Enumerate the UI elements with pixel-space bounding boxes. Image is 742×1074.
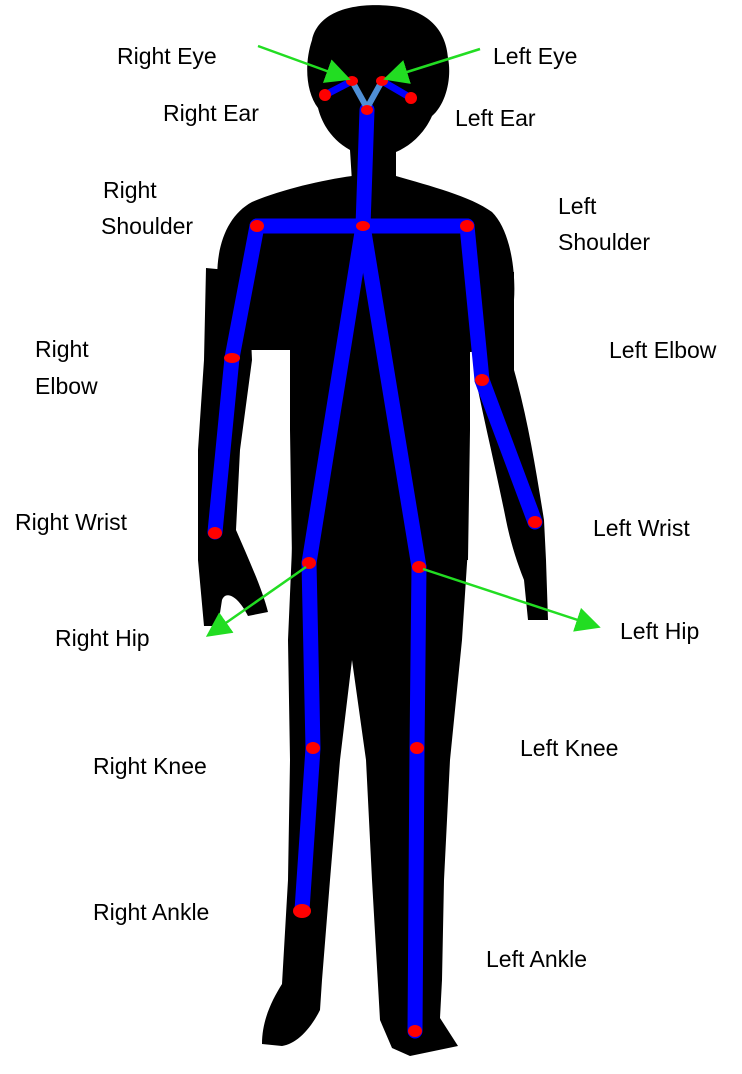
label-right-ear: Right Ear bbox=[163, 100, 259, 126]
label-left-shoulder-line1: Left bbox=[558, 193, 597, 219]
label-right-elbow-line2: Elbow bbox=[35, 373, 98, 399]
label-right-shoulder-line2: Shoulder bbox=[101, 213, 193, 239]
joint-right-wrist bbox=[208, 527, 222, 539]
joint-left-ear bbox=[405, 92, 417, 104]
bone-left-thigh bbox=[417, 567, 419, 748]
label-left-ear: Left Ear bbox=[455, 105, 536, 131]
label-left-shoulder-line2: Shoulder bbox=[558, 229, 650, 255]
label-right-ankle: Right Ankle bbox=[93, 899, 209, 925]
joint-left-hip bbox=[412, 561, 426, 573]
label-left-ankle: Left Ankle bbox=[486, 946, 587, 972]
joint-left-ankle bbox=[408, 1025, 422, 1037]
joint-right-knee bbox=[306, 742, 320, 754]
label-right-shoulder-line1: Right bbox=[103, 177, 157, 203]
joint-left-eye bbox=[376, 76, 388, 86]
label-left-knee: Left Knee bbox=[520, 735, 618, 761]
label-right-eye: Right Eye bbox=[117, 43, 217, 69]
label-left-wrist: Left Wrist bbox=[593, 515, 690, 541]
bone-right-thigh bbox=[309, 563, 313, 748]
label-left-hip: Left Hip bbox=[620, 618, 699, 644]
joint-left-wrist bbox=[528, 516, 542, 528]
joint-right-elbow bbox=[224, 353, 240, 363]
label-left-elbow: Left Elbow bbox=[609, 337, 717, 363]
human-silhouette bbox=[198, 5, 548, 1056]
joint-neck bbox=[356, 221, 370, 231]
label-right-knee: Right Knee bbox=[93, 753, 207, 779]
joint-left-shoulder bbox=[460, 220, 474, 232]
joint-left-knee bbox=[410, 742, 424, 754]
label-right-wrist: Right Wrist bbox=[15, 509, 128, 535]
joint-right-ankle bbox=[293, 904, 311, 918]
joint-left-elbow bbox=[475, 374, 489, 386]
bone-left-shin bbox=[415, 748, 417, 1031]
joint-right-eye bbox=[346, 76, 358, 86]
bone-neck-spine bbox=[363, 110, 367, 226]
label-left-eye: Left Eye bbox=[493, 43, 577, 69]
joint-right-ear bbox=[319, 89, 331, 101]
label-right-elbow-line1: Right bbox=[35, 336, 89, 362]
label-right-hip: Right Hip bbox=[55, 625, 150, 651]
joint-right-shoulder bbox=[250, 220, 264, 232]
joint-nose bbox=[361, 105, 373, 115]
